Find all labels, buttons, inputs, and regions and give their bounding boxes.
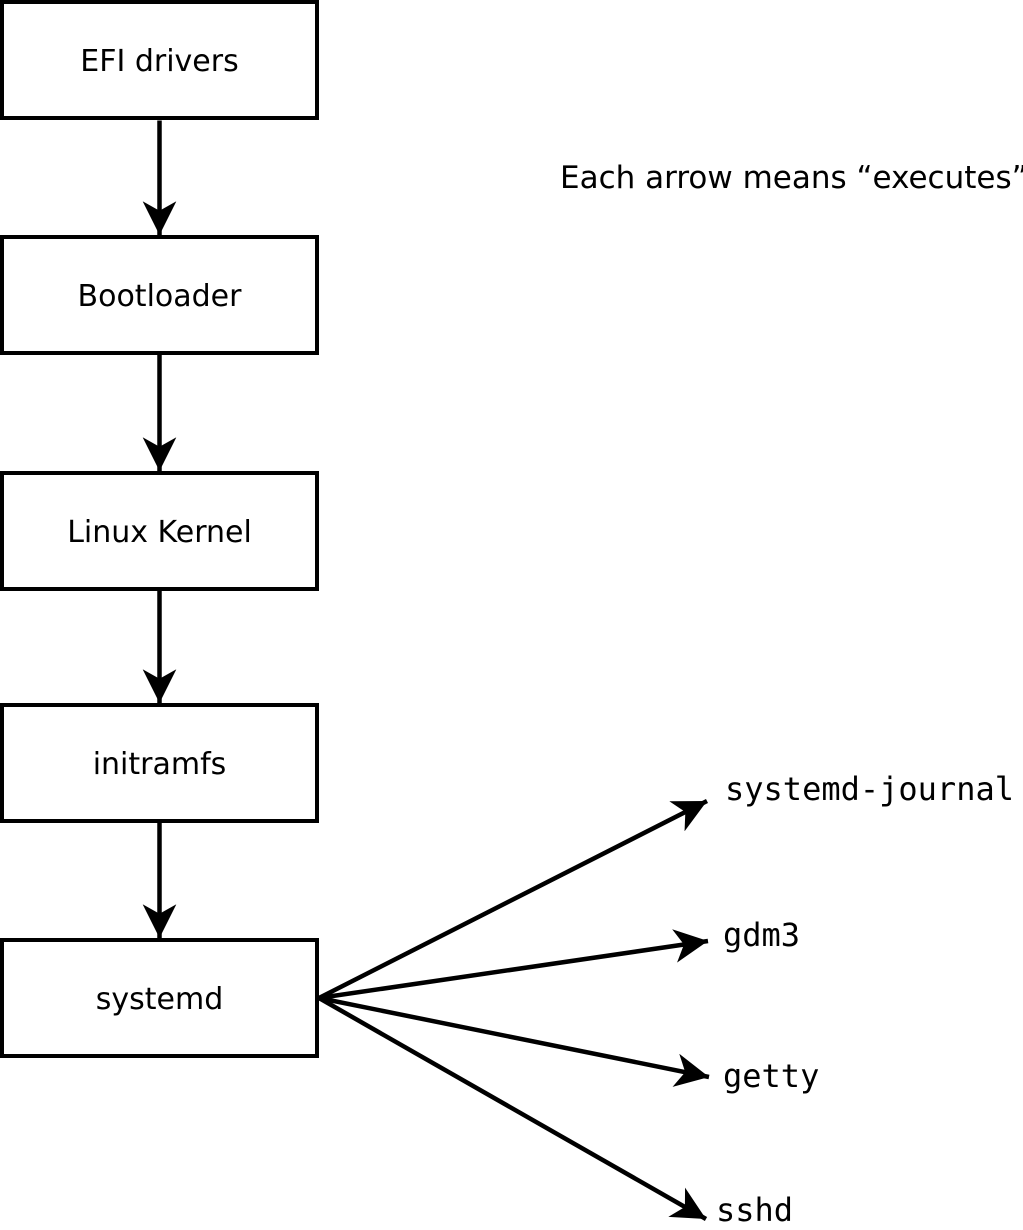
node-box [0, 703, 319, 823]
label-gdm3: gdm3 [723, 916, 800, 954]
executes-arrow-systemd-to-getty [318, 995, 710, 1087]
node-box [0, 235, 319, 355]
node-label: Bootloader [78, 279, 243, 314]
node-efi-drivers: EFI drivers [0, 0, 319, 120]
node-initramfs: initramfs [0, 703, 319, 823]
node-label: Linux Kernel [67, 515, 252, 550]
node-systemd: systemd [0, 938, 319, 1058]
label-systemd-journal: systemd-journal [725, 770, 1014, 808]
executes-arrow-systemd-to-sshd [317, 996, 708, 1221]
node-box [0, 0, 319, 120]
label-sshd: sshd [716, 1191, 793, 1229]
executes-arrow-systemd-to-journal [317, 798, 709, 1001]
node-box [0, 938, 319, 1058]
node-bootloader: Bootloader [0, 235, 319, 355]
arrow-legend-note: Each arrow means “executes”. [560, 160, 1023, 196]
node-box [0, 471, 319, 591]
executes-arrow-systemd-to-gdm3 [318, 929, 709, 1001]
node-label: initramfs [93, 747, 227, 782]
node-label: EFI drivers [80, 44, 238, 79]
label-getty: getty [723, 1057, 819, 1095]
node-linux-kernel: Linux Kernel [0, 471, 319, 591]
node-label: systemd [96, 982, 224, 1017]
